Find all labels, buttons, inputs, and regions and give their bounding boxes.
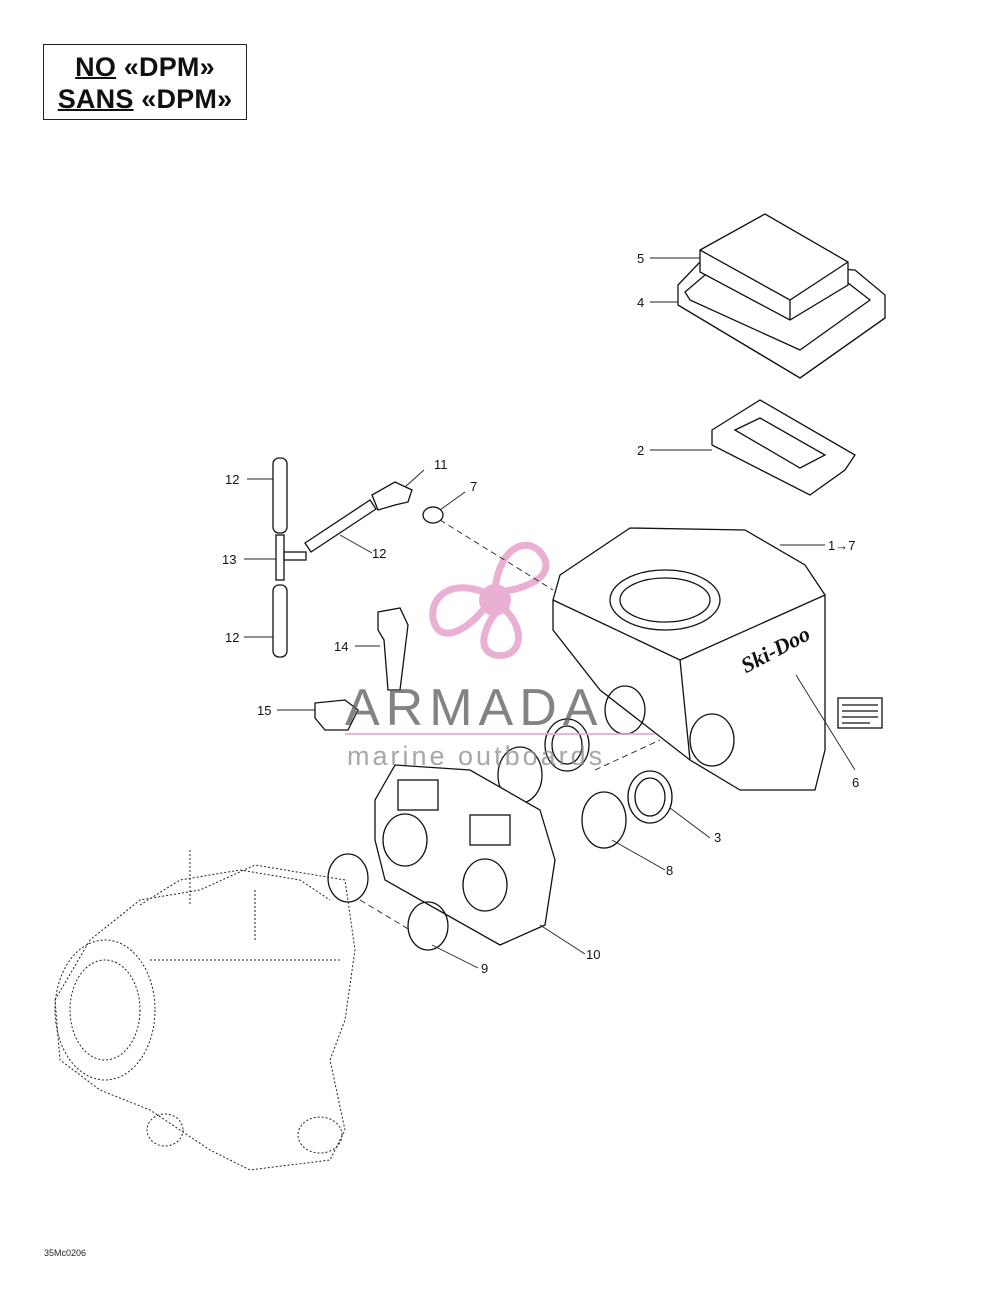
callout-4: 4 (637, 295, 644, 310)
part-5-filter-pad (699, 213, 849, 321)
leader-lines (244, 257, 856, 969)
callout-7: 7 (470, 479, 477, 494)
part-10-carburetors (374, 764, 556, 946)
callout-5: 5 (637, 251, 644, 266)
callout-12-top: 12 (225, 472, 239, 487)
part-14-bracket (377, 607, 409, 691)
drawing-number: 35Mc0206 (44, 1248, 87, 1258)
propeller-logo-icon (429, 541, 550, 659)
watermark-word: ARMADA (345, 679, 603, 737)
callout-10: 10 (586, 947, 600, 962)
header-line-en: NO «DPM» (75, 52, 215, 82)
callout-12-middle: 12 (372, 546, 386, 561)
callout-11: 11 (434, 457, 448, 472)
dpm-applicability-box: NO «DPM» SANS «DPM» (43, 44, 247, 120)
part-6-label (837, 697, 883, 729)
callout-14: 14 (334, 639, 348, 654)
part-1-air-box: Ski-Doo (552, 527, 826, 791)
part-3-adaptors (544, 718, 673, 824)
engine-reference-outline (54, 850, 356, 1171)
part-11-elbow (371, 481, 413, 511)
part-15-bracket (314, 699, 359, 731)
callout-2: 2 (637, 443, 644, 458)
watermark-subtitle: marine outboards (347, 741, 605, 771)
callout-8: 8 (666, 863, 673, 878)
callout-6: 6 (852, 775, 859, 790)
callout-numbers: 5 4 2 11 7 12 12 13 12 1→7 14 15 6 3 8 1… (222, 251, 859, 976)
part-7-grommet (422, 506, 444, 524)
callout-15: 15 (257, 703, 271, 718)
part-2-plate (711, 399, 856, 496)
callout-3: 3 (714, 830, 721, 845)
callout-13: 13 (222, 552, 236, 567)
callout-1-to-7: 1→7 (828, 538, 855, 553)
armada-watermark: ARMADA marine outboards (345, 541, 655, 771)
callout-12-bottom: 12 (225, 630, 239, 645)
header-line-fr: SANS «DPM» (57, 84, 233, 114)
callout-9: 9 (481, 961, 488, 976)
part-13-t-fitting (275, 534, 307, 581)
part-12-hoses (272, 457, 377, 658)
